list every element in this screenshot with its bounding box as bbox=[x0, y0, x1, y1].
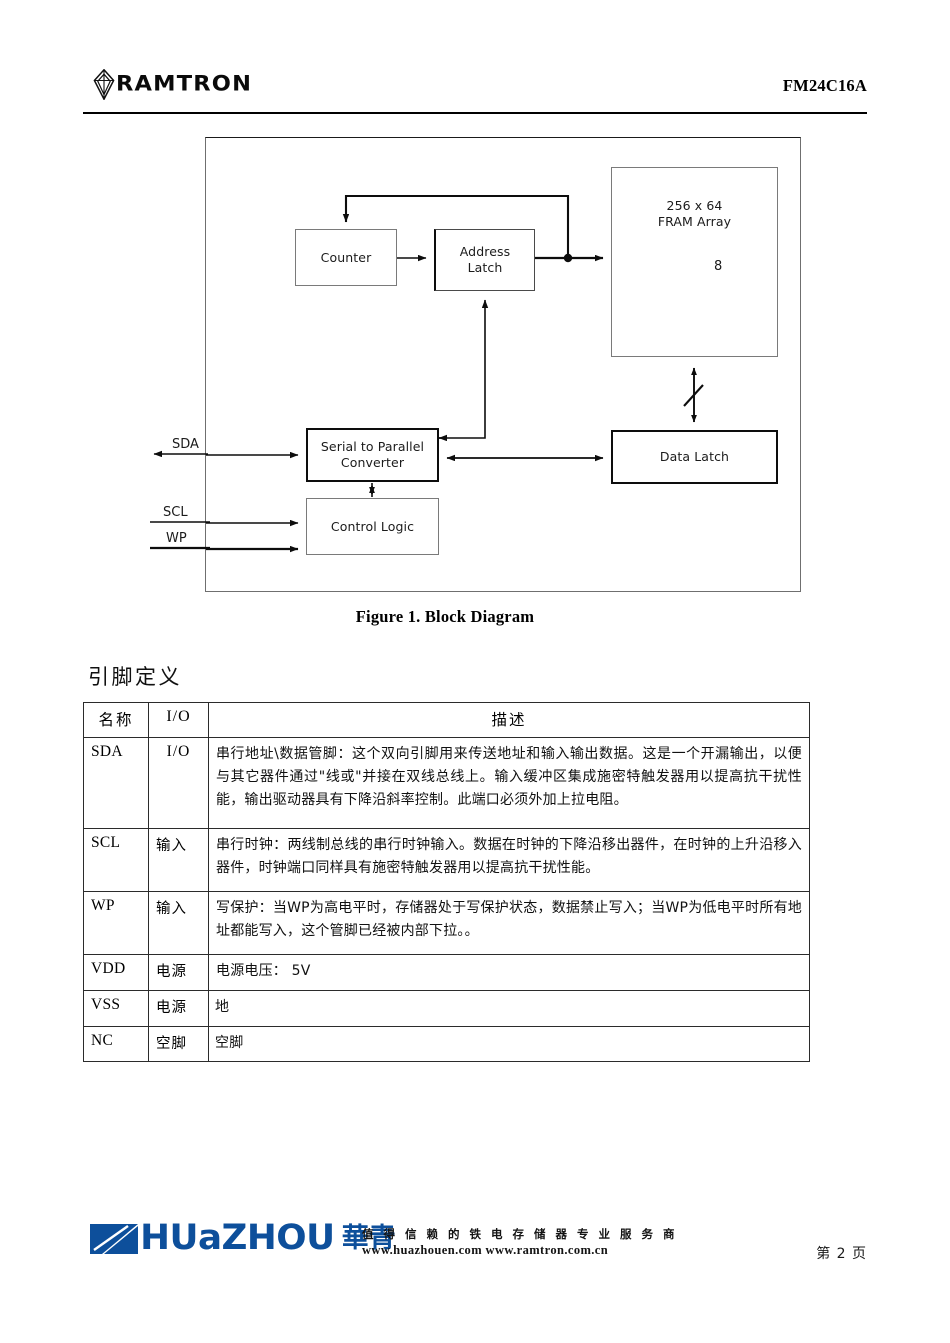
huazhou-logo: HUaZHOU 華青 bbox=[88, 1221, 396, 1256]
table-row: VSS 电源 地 bbox=[83, 989, 810, 1027]
pin-name: SCL bbox=[83, 828, 149, 892]
diagram-block-fram-array: 256 x 64 FRAM Array bbox=[611, 167, 778, 357]
pin-description: 电源电压： 5V bbox=[208, 954, 810, 991]
section-title-pin-definition: 引脚定义 bbox=[88, 665, 182, 689]
diagram-block-address-latch: Address Latch bbox=[434, 229, 535, 291]
pin-io: 输入 bbox=[148, 828, 209, 892]
pin-name: VSS bbox=[83, 989, 149, 1027]
bus-width-label: 8 bbox=[714, 259, 723, 274]
pin-io: I/O bbox=[148, 737, 209, 829]
huazhou-chinese-name: 華青 bbox=[341, 1223, 396, 1254]
signal-label-scl: SCL bbox=[163, 505, 188, 520]
pin-name: NC bbox=[83, 1025, 149, 1063]
signal-label-sda: SDA bbox=[172, 437, 199, 452]
figure-caption: Figure 1. Block Diagram bbox=[355, 607, 535, 626]
table-row: VDD 电源 电源电压： 5V bbox=[83, 954, 810, 991]
pin-description: 地 bbox=[208, 989, 810, 1027]
pin-name: VDD bbox=[83, 954, 149, 991]
pin-description: 空脚 bbox=[208, 1025, 810, 1063]
huazhou-slash-icon bbox=[88, 1222, 140, 1256]
footer-tagline: 值 得 信 赖 的 铁 电 存 储 器 专 业 服 务 商 www.huazho… bbox=[362, 1227, 678, 1258]
diagram-block-control-logic: Control Logic bbox=[306, 498, 439, 555]
column-header-io: I/O bbox=[148, 702, 209, 738]
external-signal-lines bbox=[150, 450, 210, 550]
table-row: WP 输入 写保护：当WP为高电平时，存储器处于写保护状态，数据禁止写入；当WP… bbox=[83, 891, 810, 955]
pin-io: 输入 bbox=[148, 891, 209, 955]
pin-io: 电源 bbox=[148, 954, 209, 991]
signal-label-wp: WP bbox=[166, 531, 187, 546]
pin-description: 串行时钟：两线制总线的串行时钟输入。数据在时钟的下降沿移出器件，在时钟的上升沿移… bbox=[208, 828, 810, 892]
part-number: FM24C16A bbox=[782, 76, 867, 95]
page-header: RAMTRON FM24C16A bbox=[83, 62, 867, 114]
table-row: SCL 输入 串行时钟：两线制总线的串行时钟输入。数据在时钟的下降沿移出器件，在… bbox=[83, 828, 810, 892]
page-footer: HUaZHOU 華青 值 得 信 赖 的 铁 电 存 储 器 专 业 服 务 商… bbox=[0, 1205, 950, 1305]
table-header-row: 名称 I/O 描述 bbox=[83, 702, 810, 738]
table-row: SDA I/O 串行地址\数据管脚：这个双向引脚用来传送地址和输入输出数据。这是… bbox=[83, 737, 810, 829]
ramtron-diamond-icon bbox=[93, 68, 115, 100]
ramtron-wordmark: RAMTRON bbox=[116, 71, 253, 97]
pin-io: 电源 bbox=[148, 989, 209, 1027]
pin-definition-table: 名称 I/O 描述 SDA I/O 串行地址\数据管脚：这个双向引脚用来传送地址… bbox=[83, 702, 810, 1063]
diagram-block-counter: Counter bbox=[295, 229, 397, 286]
column-header-description: 描述 bbox=[208, 702, 810, 738]
huazhou-wordmark: HUaZHOU bbox=[140, 1218, 335, 1258]
page-number: 第 2 页 bbox=[816, 1246, 867, 1262]
pin-name: SDA bbox=[83, 737, 149, 829]
block-diagram-connectors bbox=[206, 194, 704, 553]
pin-io: 空脚 bbox=[148, 1025, 209, 1063]
column-header-name: 名称 bbox=[83, 702, 149, 738]
block-diagram-figure: Counter Address Latch 256 x 64 FRAM Arra… bbox=[205, 137, 801, 592]
table-row: NC 空脚 空脚 bbox=[83, 1025, 810, 1063]
diagram-block-data-latch: Data Latch bbox=[611, 430, 778, 484]
footer-tagline-cn: 值 得 信 赖 的 铁 电 存 储 器 专 业 服 务 商 bbox=[362, 1227, 678, 1241]
footer-tagline-urls: www.huazhouen.com www.ramtron.com.cn bbox=[362, 1242, 609, 1257]
pin-name: WP bbox=[83, 891, 149, 955]
ramtron-logo: RAMTRON bbox=[93, 68, 252, 100]
header-divider bbox=[83, 112, 867, 114]
pin-description: 串行地址\数据管脚：这个双向引脚用来传送地址和输入输出数据。这是一个开漏输出，以… bbox=[208, 737, 810, 829]
diagram-block-serial-to-parallel-converter: Serial to Parallel Converter bbox=[306, 428, 439, 482]
pin-description: 写保护：当WP为高电平时，存储器处于写保护状态，数据禁止写入；当WP为低电平时所… bbox=[208, 891, 810, 955]
